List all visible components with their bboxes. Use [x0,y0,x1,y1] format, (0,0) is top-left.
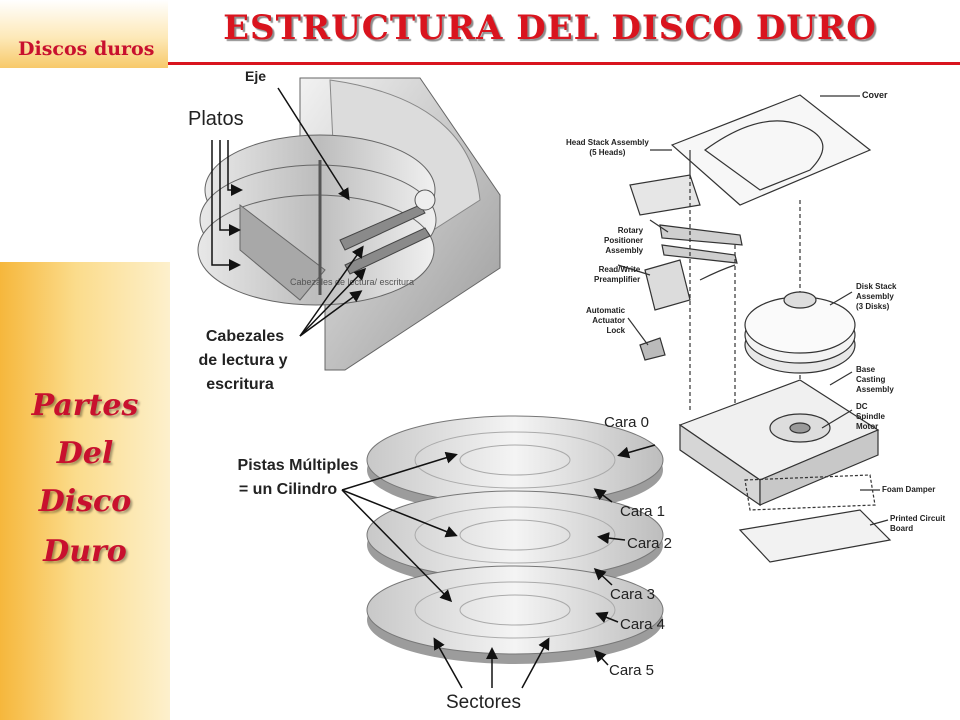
label-cara-1: Cara 1 [620,503,666,520]
sidebar-word-partes: Partes [31,388,139,423]
label-cabezales-1: Cabezales [205,328,285,345]
sidebar-word-disco: Disco [38,484,132,519]
label-pistas-1: Pistas Múltiples [237,457,359,474]
sidebar-word-del: Del [56,436,114,471]
label-cabezales-2: de lectura y [198,352,288,369]
section-tab-label: Discos duros [18,38,155,60]
sidebar-panel [0,262,170,720]
label-sectores: Sectores [446,692,521,713]
label-cara-5: Cara 5 [609,662,655,679]
label-cara-0: Cara 0 [604,414,650,431]
head-arm-2 [344,227,431,275]
section-tab-background [0,0,168,68]
label-platos: Platos [188,108,244,130]
label-head-stack: Head Stack Assembly(5 Heads) [566,138,649,157]
label-cabezales-3: escritura [206,376,274,393]
label-cover: Cover [862,90,888,100]
label-cara-3: Cara 3 [610,586,656,603]
label-pistas-2: = un Cilindro [238,481,338,498]
label-cara-2: Cara 2 [627,535,673,552]
sidebar-word-duro: Duro [43,534,127,569]
stack-disk-3 [366,565,664,655]
title-underline [168,62,960,65]
label-eje: Eje [245,68,267,84]
head-arm-1 [339,204,426,251]
exploded-view [617,94,892,563]
page-title: ESTRUCTURA DEL DISCO DURO [223,8,877,48]
label-cara-4: Cara 4 [620,616,666,633]
label-foam: Foam Damper [882,485,936,494]
platter-stack [366,415,664,664]
actuator-pivot [414,189,436,211]
